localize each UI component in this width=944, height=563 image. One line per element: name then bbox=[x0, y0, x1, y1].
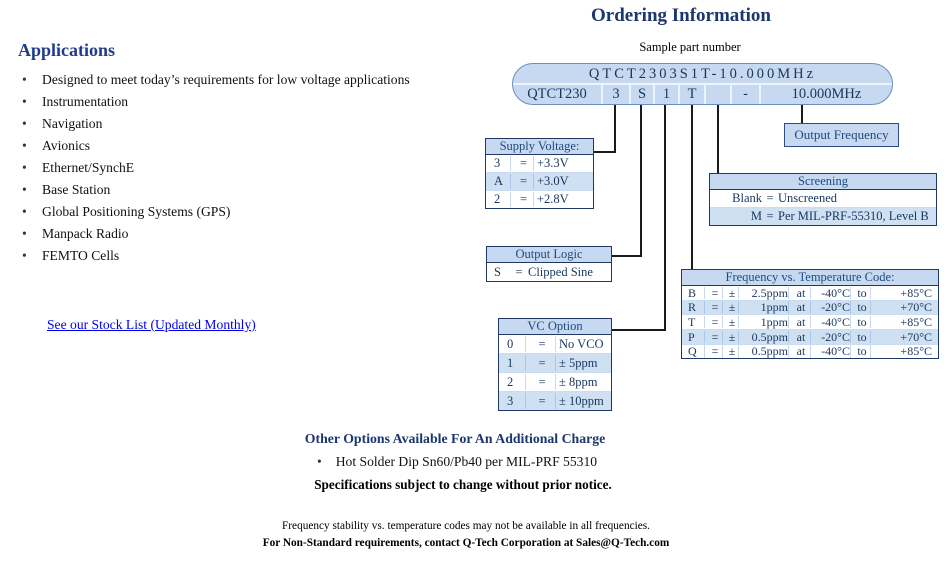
application-item: Ethernet/SynchE bbox=[18, 158, 410, 178]
table-row: Q = ± 0.5ppm at -40°C to +85°C bbox=[682, 343, 938, 359]
other-options-item: Hot Solder Dip Sn60/Pb40 per MIL-PRF 553… bbox=[317, 454, 597, 470]
connector-vc-option-v bbox=[664, 105, 666, 331]
connector-output-logic-h bbox=[611, 255, 642, 257]
screening-table: Screening Blank = Unscreened M = Per MIL… bbox=[709, 173, 937, 226]
application-item: Navigation bbox=[18, 114, 410, 134]
table-row: M = Per MIL-PRF-55310, Level B bbox=[710, 207, 936, 225]
connector-supply-voltage-v bbox=[614, 105, 616, 153]
table-row: Blank = Unscreened bbox=[732, 191, 837, 205]
application-item: Base Station bbox=[18, 180, 410, 200]
connector-output-frequency-v bbox=[801, 105, 803, 124]
table-row: 0 = No VCO bbox=[507, 336, 604, 352]
connector-screening-v bbox=[717, 105, 719, 174]
table-row: T = ± 1ppm at -40°C to +85°C bbox=[682, 314, 938, 329]
part-number-full: QTCT2303S1T-10.000MHz bbox=[513, 64, 892, 85]
segment-frequency: 10.000MHz bbox=[759, 85, 892, 104]
availability-note: Frequency stability vs. temperature code… bbox=[282, 520, 650, 532]
table-row: 3 = ± 10ppm bbox=[499, 391, 611, 410]
other-options-heading: Other Options Available For An Additiona… bbox=[304, 431, 606, 446]
segment-series: QTCT230 bbox=[527, 86, 587, 102]
table-header: Frequency vs. Temperature Code: bbox=[682, 270, 938, 286]
table-row: 3 = +3.3V bbox=[486, 155, 593, 172]
table-row: A = +3.0V bbox=[486, 172, 593, 190]
segment-screening bbox=[704, 85, 730, 104]
segment-freq-temp-code: T bbox=[678, 85, 704, 104]
connector-freq-temp-v bbox=[691, 105, 693, 270]
applications-heading: Applications bbox=[18, 40, 116, 60]
vc-option-table: VC Option 0 = No VCO 1 = ± 5ppm 2 = ± 8p… bbox=[498, 318, 612, 411]
ordering-information-title: Ordering Information bbox=[591, 5, 771, 26]
application-item: Avionics bbox=[18, 136, 410, 156]
table-header: VC Option bbox=[499, 319, 611, 335]
table-row: 1 = ± 5ppm bbox=[499, 353, 611, 372]
applications-list: Designed to meet today’s requirements fo… bbox=[18, 70, 410, 268]
sample-part-number-pill: QTCT2303S1T-10.000MHz QTCT230 3 S 1 T - … bbox=[512, 63, 893, 105]
contact-note: For Non-Standard requirements, contact Q… bbox=[262, 537, 670, 549]
connector-supply-voltage-h bbox=[593, 151, 616, 153]
table-row: B = ± 2.5ppm at -40°C to +85°C bbox=[688, 285, 932, 300]
application-item: Global Positioning Systems (GPS) bbox=[18, 202, 410, 222]
table-row: R = ± 1ppm at -20°C to +70°C bbox=[682, 299, 938, 315]
table-row: S = Clipped Sine bbox=[494, 265, 593, 279]
supply-voltage-table: Supply Voltage: 3 = +3.3V A = +3.0V 2 = … bbox=[485, 138, 594, 209]
part-number-segments: QTCT230 3 S 1 T - 10.000MHz bbox=[513, 85, 892, 104]
segment-dash: - bbox=[730, 85, 759, 104]
segment-vc-option: 1 bbox=[653, 85, 678, 104]
freq-temp-table: Frequency vs. Temperature Code: B = ± 2.… bbox=[681, 269, 939, 360]
application-item: Designed to meet today’s requirements fo… bbox=[18, 70, 410, 90]
sample-part-number-label: Sample part number bbox=[639, 40, 741, 54]
segment-supply-voltage: 3 bbox=[601, 85, 629, 104]
table-row: 2 = +2.8V bbox=[486, 190, 593, 208]
segment-output-logic: S bbox=[629, 85, 653, 104]
table-header: Screening bbox=[710, 174, 936, 190]
table-row: 2 = ± 8ppm bbox=[499, 372, 611, 391]
table-header: Output Logic bbox=[487, 247, 611, 263]
output-frequency-box: Output Frequency bbox=[784, 123, 899, 147]
table-row: P = ± 0.5ppm at -20°C to +70°C bbox=[682, 329, 938, 344]
application-item: Manpack Radio bbox=[18, 224, 410, 244]
application-item: FEMTO Cells bbox=[18, 246, 410, 266]
specifications-note: Specifications subject to change without… bbox=[314, 477, 612, 492]
table-header: Supply Voltage: bbox=[486, 139, 593, 155]
application-item: Instrumentation bbox=[18, 92, 410, 112]
connector-vc-option-h bbox=[611, 329, 666, 331]
connector-output-logic-v bbox=[640, 105, 642, 257]
stock-list-link[interactable]: See our Stock List (Updated Monthly) bbox=[47, 317, 256, 332]
output-logic-table: Output Logic S = Clipped Sine bbox=[486, 246, 612, 282]
